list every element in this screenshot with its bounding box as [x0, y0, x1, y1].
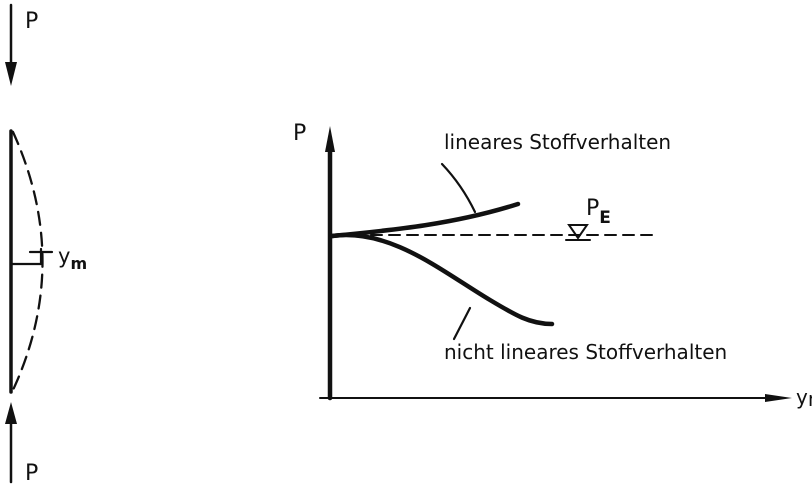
top-load-label: P — [25, 9, 38, 34]
y-axis-label: P — [293, 121, 306, 146]
euler-load-marker — [567, 224, 589, 240]
x-axis-label-sub: m — [808, 387, 812, 411]
load-deflection-graph: P ym PE lineares Stoffverhalten nicht li… — [293, 121, 812, 411]
curve-linear-material — [329, 201, 521, 239]
bottom-load-arrow — [5, 402, 17, 484]
leader-nonlinear — [452, 306, 472, 341]
bottom-load-label: P — [25, 461, 38, 485]
y-axis-arrowhead — [325, 126, 335, 152]
euler-load-label-main: P — [586, 196, 599, 221]
deflection-label: ym — [58, 244, 87, 273]
buckled-shape — [11, 130, 44, 392]
curve-nonlinear-label: nicht lineares Stoffverhalten — [444, 340, 727, 364]
x-axis-label: ym — [796, 385, 812, 411]
curve-nonlinear-material — [329, 232, 555, 327]
deflection-label-sub: m — [70, 254, 87, 273]
x-axis-arrowhead — [765, 394, 792, 402]
deflection-label-main: y — [58, 244, 70, 268]
curve-linear-label: lineares Stoffverhalten — [444, 130, 671, 154]
top-load-arrow — [5, 3, 17, 86]
euler-load-label: PE — [586, 196, 611, 228]
euler-load-label-sub: E — [599, 208, 611, 228]
leader-linear — [440, 162, 477, 214]
x-axis-label-main: y — [796, 385, 808, 409]
column-sketch: P ym P — [5, 3, 87, 485]
